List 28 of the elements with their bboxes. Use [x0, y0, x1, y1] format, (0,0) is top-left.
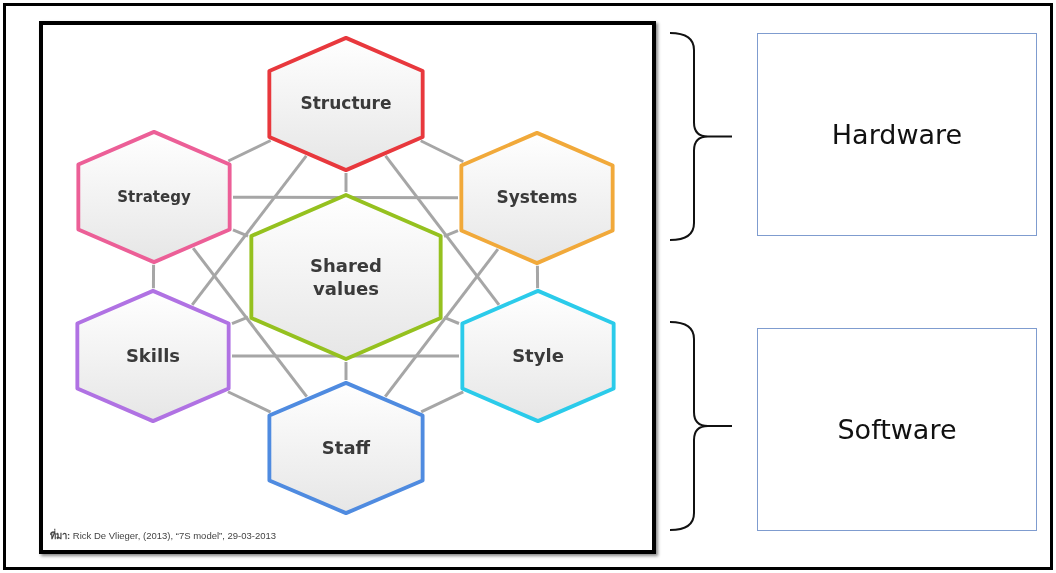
node-label: Staff — [320, 436, 372, 460]
node-label: Style — [511, 344, 565, 368]
connector-line — [191, 247, 308, 398]
connector-line — [190, 154, 308, 306]
connector-line — [232, 354, 459, 358]
connector-line — [151, 264, 156, 289]
connector-line — [227, 390, 272, 414]
connector-line — [232, 228, 249, 238]
node-label: Strategy — [116, 187, 192, 207]
node-label: Skills — [124, 344, 182, 368]
connector-line — [384, 248, 500, 398]
connector-line — [233, 195, 458, 200]
connector-line — [443, 229, 459, 238]
connector-line — [231, 315, 249, 326]
connector-line — [227, 139, 272, 163]
connector-line — [384, 155, 501, 306]
node-label: Shared values — [309, 254, 383, 300]
connector-line — [443, 315, 460, 325]
text-box: Hardware — [757, 33, 1037, 236]
connector-line — [420, 139, 464, 164]
connector-line — [344, 173, 348, 192]
node-label: Systems — [495, 187, 579, 209]
source-note: ที่มา: Rick De Vlieger, (2013), “7S model”, 29-03-2013 — [50, 528, 277, 543]
connector-line — [420, 390, 464, 414]
connector-line — [344, 362, 348, 380]
node-label: Structure — [299, 93, 393, 115]
connector-line — [535, 265, 540, 289]
text-box: Software — [757, 328, 1037, 531]
